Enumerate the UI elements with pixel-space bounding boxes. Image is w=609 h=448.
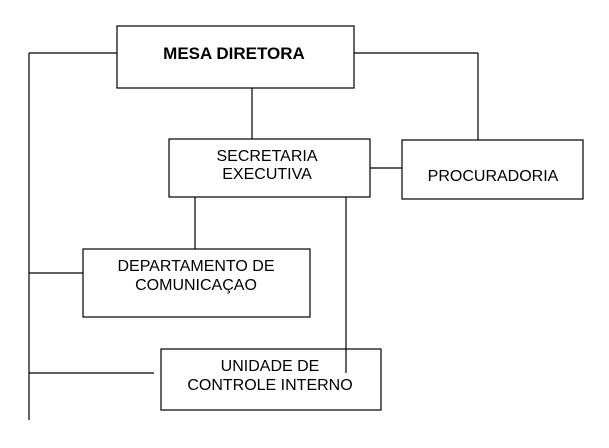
secretaria-executiva-box: [168, 138, 371, 198]
procuradoria-label: PROCURADORIA: [428, 168, 559, 185]
mesa-diretora-label: MESA DIRETORA: [163, 44, 305, 63]
secretaria-executiva-label-line-2: EXECUTIVA: [222, 166, 312, 183]
procuradoria-box: [401, 139, 584, 200]
departamento-comunicacao-label-line-2: COMUNICAÇAO: [135, 277, 257, 294]
connectors: [28, 52, 479, 420]
departamento-comunicacao-box: [82, 248, 311, 318]
unidade-controle-interno-label-line-1: UNIDADE DE: [221, 358, 320, 375]
unidade-controle-interno-box: [160, 348, 382, 411]
node-mesa-diretora: MESA DIRETORA: [116, 25, 355, 89]
node-unidade-controle-interno: UNIDADE DE CONTROLE INTERNO: [160, 348, 382, 411]
node-procuradoria: PROCURADORIA: [401, 139, 584, 200]
node-departamento-comunicacao: DEPARTAMENTO DE COMUNICAÇAO: [82, 248, 311, 318]
mesa-diretora-box: [116, 25, 355, 89]
node-secretaria-executiva: SECRETARIA EXECUTIVA: [168, 138, 371, 198]
unidade-controle-interno-label-line-2: CONTROLE INTERNO: [187, 377, 352, 394]
secretaria-executiva-label-line-1: SECRETARIA: [216, 148, 317, 165]
departamento-comunicacao-label-line-1: DEPARTAMENTO DE: [117, 258, 274, 275]
